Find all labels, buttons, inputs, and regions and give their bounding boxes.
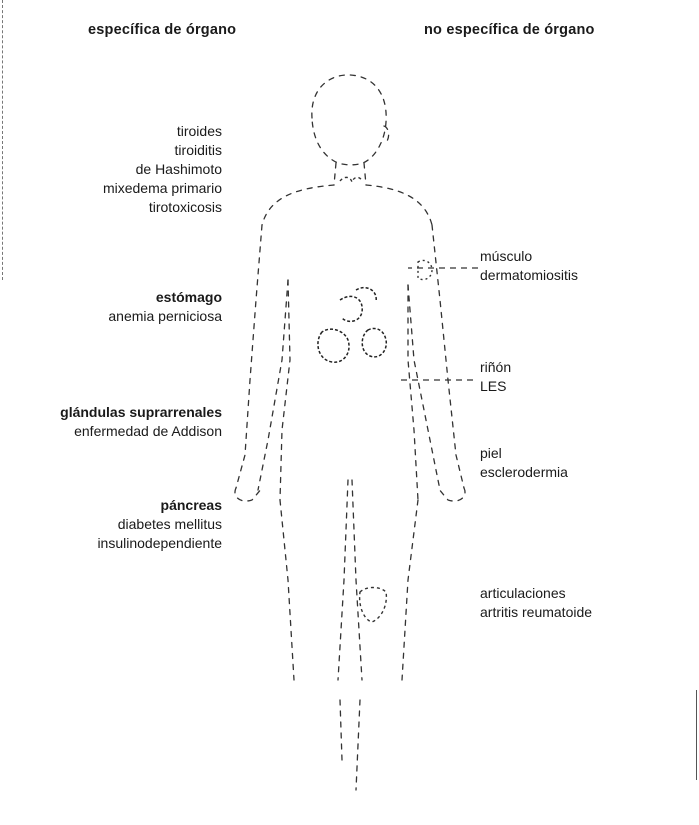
left-arm-inner — [258, 280, 288, 490]
left-leg-inner — [338, 480, 348, 680]
head-outline — [312, 75, 386, 165]
left-leg-outer — [280, 500, 294, 680]
right-arm-inner — [408, 285, 440, 490]
right-hand — [438, 488, 465, 501]
neck-right — [364, 163, 366, 185]
stomach-organ — [318, 329, 349, 362]
left-shoulder — [262, 185, 334, 225]
abdominal-organs — [318, 288, 386, 363]
left-page-edge — [2, 0, 4, 280]
right-shoulder — [366, 185, 432, 225]
kidney-organ — [362, 328, 386, 356]
neck-left — [334, 163, 336, 185]
right-arm-outer — [432, 225, 464, 488]
right-leg-outer — [402, 500, 418, 680]
lower-leg-right — [356, 700, 360, 790]
lower-leg-left — [340, 700, 342, 760]
torso-right — [408, 285, 418, 500]
adrenal-organ — [340, 296, 362, 321]
knee-joint-organ — [360, 588, 387, 623]
right-page-edge — [696, 690, 698, 780]
ear-outline — [384, 126, 389, 143]
muscle-organ — [418, 260, 432, 279]
right-leg-inner — [352, 480, 362, 680]
left-arm-outer — [236, 225, 262, 488]
thyroid-organ — [340, 177, 362, 182]
